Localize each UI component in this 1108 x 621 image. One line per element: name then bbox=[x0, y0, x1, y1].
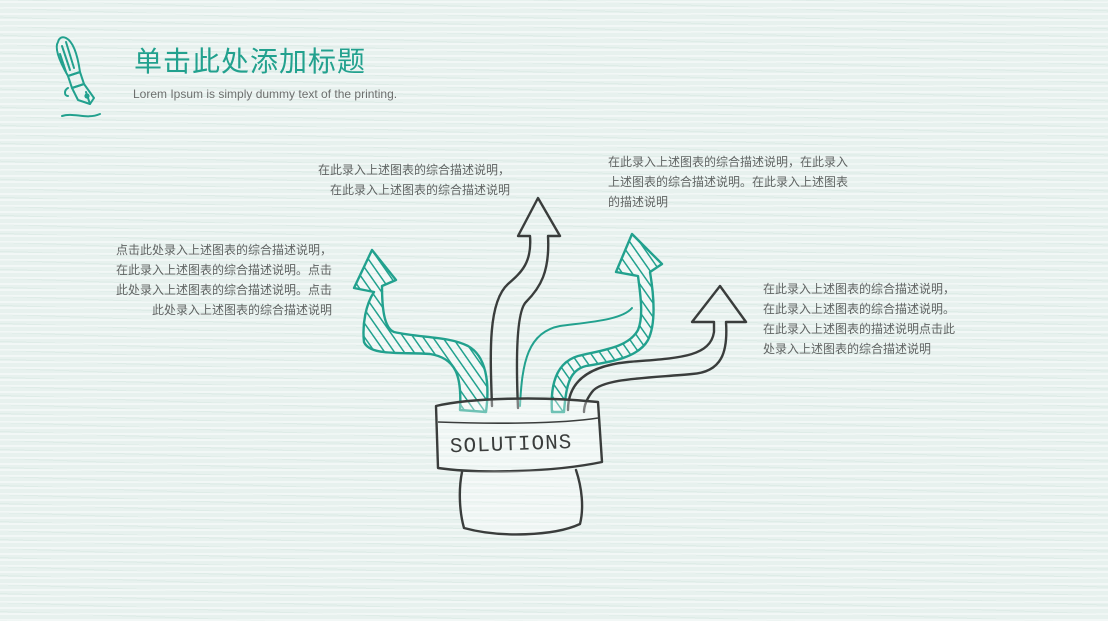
arrow-right-teal bbox=[550, 232, 664, 414]
note-left-line: 点击此处录入上述图表的综合描述说明， bbox=[115, 243, 332, 257]
note-top-center: 在此录入上述图表的综合描述说明， 在此录入上述图表的综合描述说明 bbox=[260, 160, 510, 200]
note-left: 点击此处录入上述图表的综合描述说明， 在此录入上述图表的综合描述说明。点击 此处… bbox=[70, 240, 332, 320]
note-top-right-line: 在此录入上述图表的综合描述说明，在此录入 bbox=[608, 155, 849, 169]
note-left-line: 此处录入上述图表的综合描述说明 bbox=[151, 303, 332, 317]
pot-body bbox=[458, 468, 584, 536]
note-right: 在此录入上述图表的综合描述说明， 在此录入上述图表的综合描述说明。 在此录入上述… bbox=[763, 279, 1003, 359]
note-top-center-line: 在此录入上述图表的综合描述说明 bbox=[329, 183, 510, 197]
arrow-up-outline bbox=[489, 196, 562, 410]
note-top-right-line: 上述图表的综合描述说明。在此录入上述图表 bbox=[608, 175, 849, 189]
note-top-right: 在此录入上述图表的综合描述说明，在此录入 上述图表的综合描述说明。在此录入上述图… bbox=[608, 152, 898, 212]
note-left-line: 在此录入上述图表的综合描述说明。点击 bbox=[115, 263, 332, 277]
note-right-line: 在此录入上述图表的综合描述说明， bbox=[763, 282, 956, 296]
note-top-right-line: 的描述说明 bbox=[608, 195, 669, 209]
page-subtitle: Lorem Ipsum is simply dummy text of the … bbox=[133, 87, 398, 101]
arrow-left-teal bbox=[352, 248, 489, 414]
pot-rim-line bbox=[437, 417, 599, 424]
note-left-line: 此处录入上述图表的综合描述说明。点击 bbox=[115, 283, 332, 297]
arrow-right-outline bbox=[566, 284, 748, 414]
page-title: 单击此处添加标题 bbox=[134, 45, 367, 78]
note-right-line: 在此录入上述图表的描述说明点击此 bbox=[763, 322, 956, 336]
solutions-label: SOLUTIONS bbox=[450, 432, 573, 459]
solutions-illustration: SOLUTIONS bbox=[352, 196, 748, 536]
note-top-center-line: 在此录入上述图表的综合描述说明， bbox=[317, 163, 510, 177]
fountain-pen-icon bbox=[55, 36, 101, 118]
pot-rim bbox=[434, 397, 604, 473]
arrow-right-teal-sketch bbox=[519, 307, 633, 407]
note-right-line: 在此录入上述图表的综合描述说明。 bbox=[763, 302, 956, 316]
note-right-line: 处录入上述图表的综合描述说明 bbox=[763, 342, 932, 356]
